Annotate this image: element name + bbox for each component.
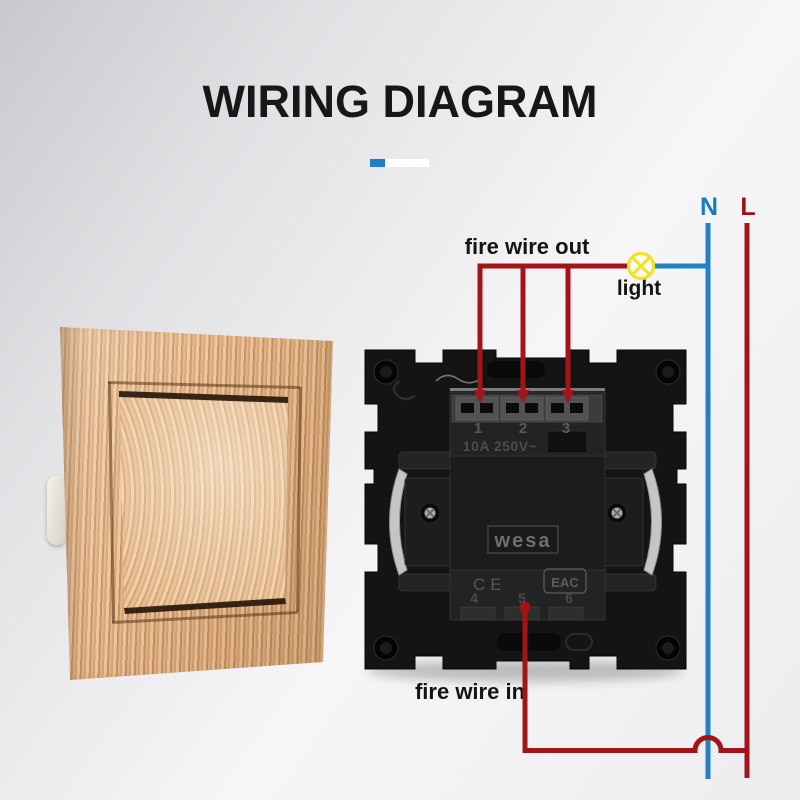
side-claw-arms	[398, 451, 657, 592]
left-metal-spring-clip	[389, 468, 408, 576]
title-divider-blue-segment	[370, 159, 385, 167]
bottom-d-mark	[565, 633, 593, 651]
eac-mark-box	[543, 568, 587, 594]
terminal-1-number: 1	[474, 420, 482, 437]
terminal-4-number: 4	[470, 590, 478, 606]
corner-screw-holes	[373, 359, 681, 661]
left-clamp-screw	[419, 502, 441, 524]
switch-rocker-button	[120, 395, 288, 610]
light-bulb-icon	[626, 251, 656, 281]
fire-wire-out-wires	[477, 263, 629, 391]
bottom-mounting-slot	[497, 633, 561, 651]
right-clamp-screw	[606, 502, 628, 524]
bottom-terminal-strip	[460, 606, 584, 621]
right-metal-spring-clip	[643, 468, 662, 576]
label-fire-wire-in: fire wire in	[414, 679, 526, 704]
fire-wire-in-wire	[522, 607, 747, 753]
spring-wire	[435, 374, 483, 384]
terminal-3-number: 3	[562, 420, 570, 437]
rating-text: 10A 250V~	[463, 438, 537, 454]
fire-wire-in-terminal-dot	[519, 602, 531, 613]
label-fire-wire-out: fire wire out	[464, 234, 590, 259]
spec-badge	[546, 430, 588, 454]
top-mounting-slot	[487, 361, 545, 378]
molded-hook-mark	[392, 379, 416, 401]
switch-side-mounting-clip	[47, 475, 67, 545]
label-live: L	[740, 193, 756, 221]
brand-logo-box	[487, 525, 559, 554]
ce-mark: CE	[473, 575, 507, 594]
terminal-2-number: 2	[519, 420, 527, 437]
fire-wire-out-arrowheads	[473, 390, 575, 403]
terminal-5-number: 5	[518, 590, 526, 606]
terminal-6-number: 6	[565, 590, 573, 606]
switch-back-mechanism: 1 2 3 10A 250V~ 4 5 6 wesa CE EAC	[364, 349, 687, 670]
terminal-metal-bar	[450, 388, 605, 391]
page-title: WIRING DIAGRAM	[202, 76, 598, 127]
title-divider-white-segment	[385, 159, 429, 167]
eac-mark-text: EAC	[551, 575, 579, 590]
brand-logo-text: wesa	[494, 530, 552, 552]
label-light: light	[616, 277, 662, 300]
switch-front-wooden-plate	[47, 322, 338, 682]
label-neutral: N	[699, 193, 719, 221]
terminal-strip	[451, 394, 603, 423]
